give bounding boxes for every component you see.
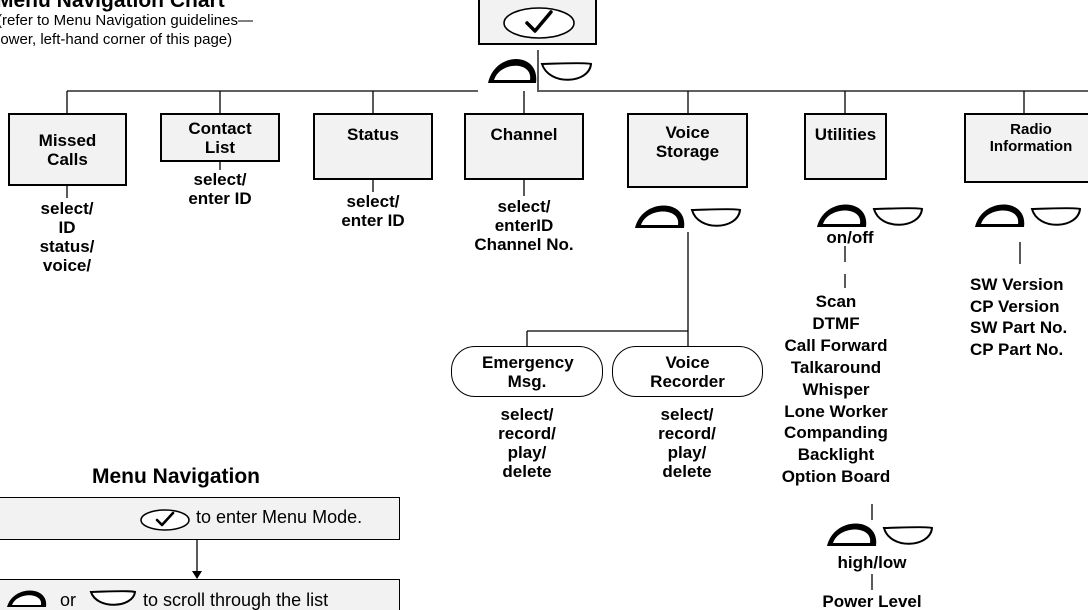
guide-step-1-text: to enter Menu Mode. bbox=[196, 507, 363, 527]
utilities-scroll-keys bbox=[817, 204, 924, 227]
radio-information-items: SW Version CP Version SW Part No. CP Par… bbox=[970, 274, 1088, 360]
root-ok-box bbox=[478, 0, 597, 45]
list-item[interactable]: Companding bbox=[784, 423, 888, 443]
channel-label: Channel bbox=[490, 125, 558, 144]
scroll-up-icon bbox=[7, 590, 47, 607]
voice-storage-scroll-keys bbox=[635, 205, 742, 228]
guide-step-1: to enter Menu Mode. bbox=[0, 497, 400, 540]
option-text: enter ID bbox=[341, 211, 405, 230]
radio-information-scroll-keys bbox=[975, 204, 1082, 227]
power-level-toggle: high/low bbox=[837, 553, 907, 572]
list-item[interactable]: Scan bbox=[815, 292, 857, 311]
menu-missed-calls[interactable]: Missed Calls bbox=[8, 113, 127, 186]
option-text: voice/ bbox=[42, 256, 92, 275]
voice-storage-label: Voice Storage bbox=[655, 123, 720, 161]
submenu-voice-recorder[interactable]: Voice Recorder bbox=[612, 346, 763, 397]
option-text: delete bbox=[502, 462, 552, 481]
option-text: enter ID bbox=[188, 189, 252, 208]
option-text: Channel No. bbox=[474, 235, 574, 254]
radio-information-label: Radio Information bbox=[989, 121, 1073, 155]
root-scroll-keys bbox=[488, 50, 593, 92]
list-item[interactable]: Backlight bbox=[797, 445, 875, 465]
ok-check-icon[interactable] bbox=[501, 6, 577, 40]
list-item[interactable]: CP Version bbox=[970, 296, 1060, 316]
utilities-label: Utilities bbox=[814, 125, 877, 144]
list-item[interactable]: DTMF bbox=[812, 313, 860, 333]
option-text: select/ bbox=[660, 405, 714, 424]
power-level-scroll-keys bbox=[827, 523, 934, 546]
option-text: select/ bbox=[40, 199, 94, 218]
option-text: record/ bbox=[658, 424, 716, 443]
utilities-items: Scan DTMF Call Forward Talkaround Whispe… bbox=[766, 291, 906, 488]
missed-calls-label: Missed Calls bbox=[38, 130, 97, 169]
guide-title: Menu Navigation bbox=[92, 465, 261, 488]
menu-utilities[interactable]: Utilities bbox=[804, 113, 887, 180]
list-item[interactable]: SW Part No. bbox=[970, 318, 1068, 337]
guide-step-2-text: to scroll through the list bbox=[143, 590, 329, 610]
option-text: select/ bbox=[497, 197, 551, 216]
emergency-msg-label: Emergency Msg. bbox=[482, 352, 574, 391]
contact-list-label: Contact List bbox=[188, 118, 252, 157]
option-text: play/ bbox=[507, 443, 547, 462]
option-text: status/ bbox=[39, 237, 95, 256]
scroll-down-icon bbox=[89, 590, 137, 606]
menu-channel[interactable]: Channel bbox=[464, 113, 584, 180]
option-text: ID bbox=[58, 218, 76, 237]
option-text: select/ bbox=[500, 405, 554, 424]
guide-step-2-or: or bbox=[60, 590, 77, 610]
power-level-item[interactable]: Power Level bbox=[822, 592, 922, 610]
menu-voice-storage[interactable]: Voice Storage bbox=[627, 113, 748, 188]
channel-options: select/ enterID Channel No. bbox=[449, 197, 599, 254]
voice-recorder-options: select/ record/ play/ delete bbox=[637, 405, 737, 481]
voice-recorder-label: Voice Recorder bbox=[650, 352, 725, 391]
emergency-msg-options: select/ record/ play/ delete bbox=[477, 405, 577, 481]
status-label: Status bbox=[347, 125, 399, 144]
ok-check-icon bbox=[140, 509, 190, 531]
list-item[interactable]: Call Forward bbox=[784, 335, 888, 355]
list-item[interactable]: Talkaround bbox=[790, 357, 882, 377]
submenu-emergency-msg[interactable]: Emergency Msg. bbox=[451, 346, 603, 397]
list-item[interactable]: Whisper bbox=[802, 379, 870, 399]
menu-contact-list[interactable]: Contact List bbox=[160, 113, 280, 162]
option-text: record/ bbox=[498, 424, 556, 443]
option-text: delete bbox=[662, 462, 712, 481]
status-options: select/ enter ID bbox=[318, 192, 428, 230]
list-item[interactable]: SW Version bbox=[970, 275, 1064, 294]
option-text: select/ bbox=[346, 192, 400, 211]
list-item[interactable]: CP Part No. bbox=[970, 339, 1064, 359]
option-text: select/ bbox=[193, 170, 247, 189]
chart-title: Menu Navigation Chart bbox=[0, 0, 225, 12]
menu-radio-information[interactable]: Radio Information bbox=[964, 113, 1088, 183]
guide-step-2: or to scroll through the list bbox=[0, 579, 400, 610]
contact-list-options: select/ enter ID bbox=[165, 170, 275, 208]
menu-status[interactable]: Status bbox=[313, 113, 433, 180]
list-item[interactable]: Option Board bbox=[781, 467, 891, 487]
missed-calls-options: select/ ID status/ voice/ bbox=[17, 199, 117, 275]
utilities-toggle: on/off bbox=[826, 228, 874, 247]
chart-note-line-1: (refer to Menu Navigation guidelines— bbox=[0, 12, 253, 29]
list-item[interactable]: Lone Worker bbox=[784, 401, 888, 421]
chart-note-line-2: lower, left-hand corner of this page) bbox=[0, 31, 233, 48]
option-text: play/ bbox=[667, 443, 707, 462]
option-text: enterID bbox=[494, 216, 554, 235]
